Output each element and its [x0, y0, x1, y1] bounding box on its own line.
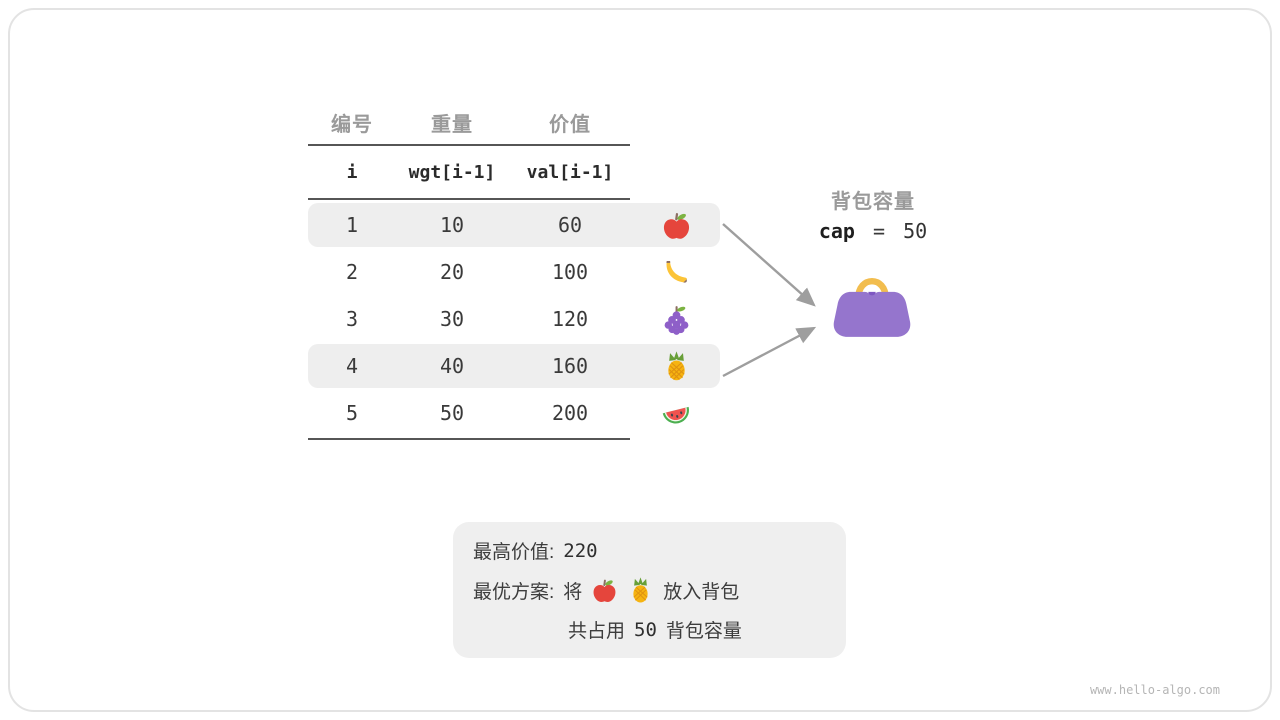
cell-weight: 30	[439, 307, 465, 331]
col-header-value: 价值	[549, 113, 591, 136]
table-row: 4 40 160	[308, 344, 720, 388]
cap-keyword: cap	[818, 219, 855, 243]
cell-id: 3	[345, 307, 359, 331]
subheader-wgt: wgt[i-1]	[408, 161, 496, 183]
pineapple-icon	[632, 350, 720, 382]
cell-id: 5	[345, 401, 359, 425]
cell-id: 4	[345, 354, 359, 378]
plan-prefix: 将	[563, 581, 583, 603]
cell-value: 200	[551, 401, 589, 425]
items-table: 编号 重量 价值 i wgt[i-1] val[i-1] 1 10 60	[308, 100, 720, 440]
table-header-row: 编号 重量 价值	[308, 100, 720, 144]
table-row: 5 50 200	[308, 391, 720, 435]
equals-sign: =	[872, 219, 886, 243]
cell-value: 160	[551, 354, 589, 378]
table-row: 1 10 60	[308, 203, 720, 247]
plan-label: 最优方案:	[473, 581, 555, 603]
table-row: 2 20 100	[308, 250, 720, 294]
max-value-line: 最高价值: 220	[473, 537, 826, 564]
table-subheader-row: i wgt[i-1] val[i-1]	[308, 146, 720, 198]
col-header-id: 编号	[331, 113, 373, 136]
cell-weight: 20	[439, 260, 465, 284]
handbag-icon	[828, 260, 916, 349]
max-value: 220	[563, 539, 598, 562]
cell-id: 1	[345, 213, 359, 237]
apple-icon	[632, 210, 720, 241]
usage-prefix: 共占用	[568, 621, 626, 642]
cell-id: 2	[345, 260, 359, 284]
pineapple-icon	[627, 576, 654, 604]
knapsack-capacity-expression: cap = 50	[780, 219, 966, 243]
subheader-i: i	[346, 161, 358, 183]
cell-value: 120	[551, 307, 589, 331]
result-box: 最高价值: 220 最优方案: 将	[453, 522, 846, 658]
selection-arrows	[722, 223, 817, 378]
figure-card: 编号 重量 价值 i wgt[i-1] val[i-1] 1 10 60	[8, 8, 1272, 712]
arrow-pineapple-to-bag	[722, 326, 817, 378]
grapes-icon	[632, 304, 720, 335]
cell-weight: 10	[439, 213, 465, 237]
usage-line: 共占用 50 背包容量	[568, 616, 826, 643]
col-header-weight: 重量	[431, 113, 473, 136]
apple-icon	[591, 577, 618, 604]
cell-value: 60	[557, 213, 583, 237]
banana-icon	[632, 257, 720, 288]
cap-value: 50	[903, 219, 928, 243]
cell-value: 100	[551, 260, 589, 284]
table-divider	[308, 198, 630, 200]
watermelon-icon	[632, 398, 720, 429]
arrow-apple-to-bag	[722, 223, 816, 307]
table-divider	[308, 144, 630, 146]
watermark: www.hello-algo.com	[1089, 683, 1220, 697]
table-row: 3 30 120	[308, 297, 720, 341]
cell-weight: 50	[439, 401, 465, 425]
usage-value: 50	[634, 618, 657, 641]
optimal-plan-line: 最优方案: 将	[473, 576, 826, 604]
table-divider	[308, 438, 630, 440]
subheader-val: val[i-1]	[526, 161, 614, 183]
knapsack-capacity-label: 背包容量	[831, 191, 915, 213]
cell-weight: 40	[439, 354, 465, 378]
max-value-label: 最高价值:	[473, 542, 555, 563]
plan-suffix: 放入背包	[663, 581, 740, 603]
usage-suffix: 背包容量	[665, 621, 742, 642]
